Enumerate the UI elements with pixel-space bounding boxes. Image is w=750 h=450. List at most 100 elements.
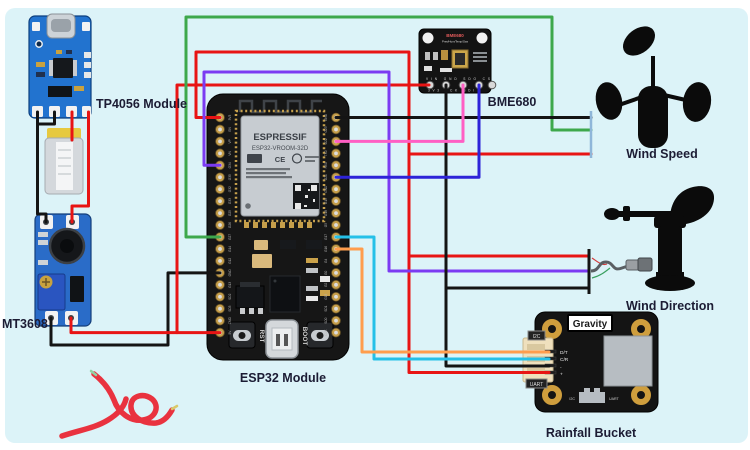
wire-pink-esp32-g22-to-bme680-sck	[334, 83, 465, 143]
esp32-pin-label: G17	[324, 234, 328, 240]
wire-purple-esp32-g34-to-wind-direction	[202, 70, 591, 273]
esp32-pin-label: SD2	[228, 293, 232, 299]
pin-hole	[334, 330, 338, 335]
esp32-pin-label: 5V	[228, 330, 232, 335]
esp32-pin-label: G0	[324, 271, 328, 275]
esp32-pin-label: TX0	[324, 150, 328, 156]
pin-hole	[218, 211, 222, 216]
boot-label: BOOT	[301, 327, 308, 346]
esp32-pin-label: EN	[228, 127, 232, 132]
switch-i2c-label: I2C	[569, 397, 575, 401]
pin-hole	[334, 259, 338, 263]
esp32-pin-label: G15	[324, 294, 328, 300]
esp32-pin-label: G34	[228, 162, 232, 168]
pin-hole	[218, 259, 222, 263]
esp32-pin-label: 3V3	[228, 114, 232, 120]
esp32-pin-label: G35	[228, 174, 232, 180]
wire-black-tp4056-out-minus	[36, 110, 48, 224]
switch-uart-label: UART	[609, 397, 620, 401]
pin-hole	[334, 151, 338, 156]
esp32-pin-label: VP	[228, 139, 232, 143]
boot-button: BOOT	[301, 321, 334, 349]
esp32-pin-label: G26	[228, 222, 232, 228]
bme680-sensor: BME680 Pres/Hum/Temp/Gas VIN GND SDO CS …	[418, 28, 497, 94]
esp32-pin-label: G19	[324, 198, 328, 204]
pin-hole	[334, 318, 338, 323]
wire-black-tp4056-bat-minus	[36, 110, 56, 126]
esp32-pin-label: VN	[228, 150, 232, 155]
bme680-subtitle: Pres/Hum/Temp/Gas	[442, 40, 469, 44]
label-wind-speed: Wind Speed	[626, 147, 697, 161]
label-tp4056: TP4056 Module	[96, 97, 187, 111]
esp32-pin-label: SD0	[324, 317, 328, 323]
gravity-logo: Gravity	[573, 319, 608, 330]
esp32-pin-label: G33	[228, 198, 232, 204]
wires	[36, 15, 593, 374]
pin-label-minus: -	[560, 366, 562, 371]
label-esp32: ESP32 Module	[240, 371, 326, 385]
esp32-module: ESPRESSIF ESP32-VROOM-32D CE	[206, 93, 350, 361]
lipo-battery	[44, 128, 84, 195]
mounting-hole	[476, 32, 488, 44]
pin-hole	[334, 223, 338, 227]
esp32-pin-label: G5	[324, 223, 328, 227]
esp32-pin-label: SD3	[228, 305, 232, 311]
mt3608-module	[34, 213, 92, 327]
wire-black-mt3608-to-esp32-gnd	[49, 271, 222, 347]
uart-side-label: UART	[530, 382, 544, 388]
pin-hole	[218, 223, 222, 227]
esp32-pin-label: G12	[228, 258, 232, 264]
pin-hole	[218, 127, 222, 132]
protection-ic	[48, 86, 72, 97]
pin-hole	[218, 306, 222, 311]
label-wind-direction: Wind Direction	[626, 299, 714, 313]
wire-cyan-esp32-g17-to-rainfall-cr	[334, 235, 551, 361]
tp4056-module	[28, 13, 92, 119]
esp32-pin-label: G32	[228, 186, 232, 192]
esp32-pin-label: RX0	[324, 162, 328, 168]
mounting-hole	[542, 319, 562, 339]
sensor-module	[603, 335, 653, 387]
bme680-pin-row-bottom: 3V3 SCK SDI	[428, 89, 474, 93]
pin-hole	[218, 139, 222, 144]
pin-hole	[218, 175, 222, 180]
mode-switch: I2C UART	[569, 388, 620, 403]
pin-hole	[334, 163, 338, 168]
micro-usb-connector	[265, 319, 299, 359]
wind-direction-sensor	[604, 186, 715, 291]
esp32-pin-label: SD1	[324, 305, 328, 311]
esp32-pin-label: GND	[324, 113, 328, 121]
esp32-pin-label: G25	[228, 210, 232, 216]
wire-red-mt3608-to-esp32-5v	[69, 316, 222, 335]
rst-label: RST	[258, 330, 265, 343]
wire-blue-esp32-g21-to-bme680-sdi	[334, 83, 481, 179]
bme680-title: BME680	[446, 33, 464, 38]
pin-label-plus: +	[560, 373, 563, 378]
esp32-pin-label: G16	[324, 246, 328, 252]
label-rainfall: Rainfall Bucket	[546, 426, 637, 440]
rainfall-sensor: Gravity I2C UART D/T C/R - + I2C UART	[522, 311, 659, 413]
wire-orange-esp32-g16-to-rainfall-dt	[334, 247, 551, 354]
mounting-hole	[422, 32, 434, 44]
pin-hole	[334, 127, 338, 132]
rst-button: RST	[228, 321, 265, 349]
esp32-pin-label: CMD	[228, 316, 232, 324]
pin-hole	[334, 306, 338, 311]
wire-red-rail-to-bme680-vin	[175, 83, 431, 335]
pin-hole	[334, 294, 338, 299]
esp32-brand-text: ESPRESSIF	[253, 132, 307, 143]
esp32-model-text: ESP32-VROOM-32D	[252, 146, 309, 152]
wire-red-tp4056-out-plus	[70, 110, 90, 224]
pin-hole	[334, 199, 338, 204]
esp32-pin-label: G2	[324, 282, 328, 286]
label-bme680: BME680	[488, 95, 537, 109]
pin-hole	[334, 187, 338, 192]
pin-hole	[218, 247, 222, 251]
i2c-side-label: I2C	[533, 334, 541, 340]
mounting-hole	[35, 40, 43, 48]
pin-hole	[334, 282, 338, 287]
mounting-hole	[631, 385, 651, 405]
pin-hole	[218, 151, 222, 156]
esp32-pin-label: GND	[324, 185, 328, 193]
esp32-pin-label: CLK	[324, 329, 328, 336]
